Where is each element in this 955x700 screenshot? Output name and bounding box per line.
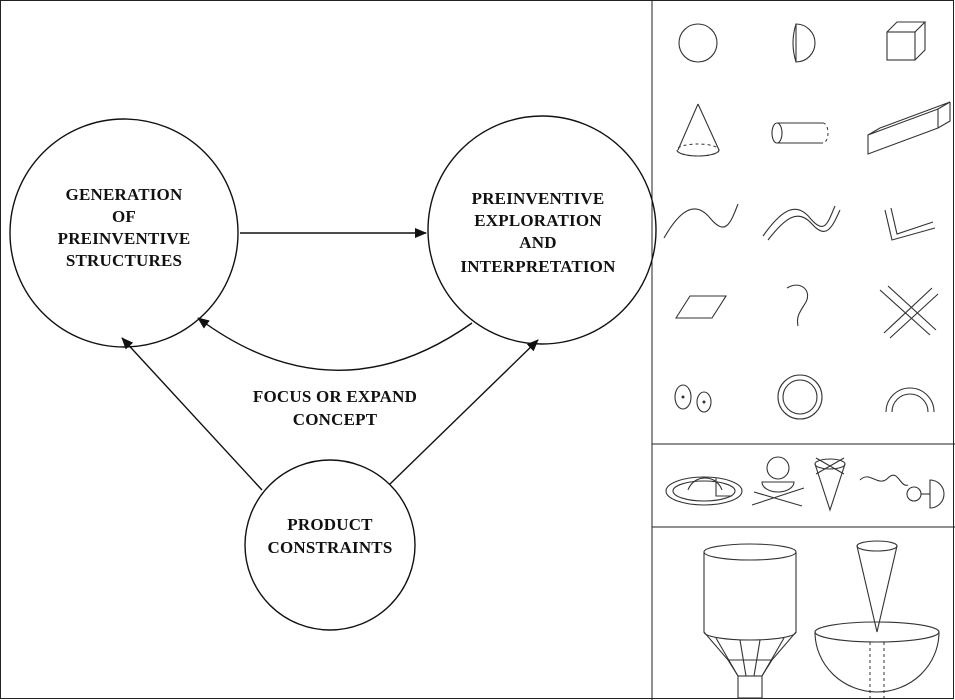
exploration-line-3: AND xyxy=(519,233,556,252)
rectangular-block-icon xyxy=(867,101,951,155)
process-diagram: GENERATION OF PREINVENTIVE STRUCTURES PR… xyxy=(9,115,657,631)
combined-shape-3 xyxy=(814,457,846,512)
exploration-line-4: INTERPRETATION xyxy=(460,257,616,276)
object-shape-1 xyxy=(703,543,797,699)
generation-line-3: PREINVENTIVE xyxy=(58,229,191,248)
basic-shapes-panel xyxy=(663,21,951,420)
combined-shape-1 xyxy=(665,476,743,506)
cone-icon xyxy=(676,103,720,157)
bracket-icon xyxy=(884,207,936,241)
arrow-constraints-to-exploration xyxy=(389,339,539,485)
exploration-line-1: PREINVENTIVE xyxy=(472,189,605,208)
half-ring-icon xyxy=(885,387,935,413)
half-sphere-icon xyxy=(792,23,816,63)
flat-square-icon xyxy=(674,295,728,319)
cross-icon xyxy=(879,285,939,339)
constraints-line-2: CONSTRAINTS xyxy=(267,538,392,557)
combined-shapes-panel xyxy=(665,456,945,512)
arrow-exploration-to-generation xyxy=(197,317,473,371)
hook-icon xyxy=(786,284,808,327)
node-exploration-circle xyxy=(427,115,657,345)
generation-line-1: GENERATION xyxy=(66,185,183,204)
constraints-line-1: PRODUCT xyxy=(287,515,373,534)
generation-line-2: OF xyxy=(112,207,136,226)
arrow-constraints-to-generation xyxy=(121,337,263,491)
wire-icon xyxy=(663,203,739,239)
handle-icon xyxy=(674,384,712,413)
object-shape-2 xyxy=(814,540,940,698)
tube-icon xyxy=(762,205,841,241)
combined-shape-2 xyxy=(751,456,805,507)
node-constraints-circle xyxy=(244,459,416,631)
cylinder-icon xyxy=(771,122,829,144)
cube-icon xyxy=(886,21,927,61)
generation-line-4: STRUCTURES xyxy=(66,251,182,270)
combined-shape-4 xyxy=(859,474,945,509)
ring-icon xyxy=(777,374,823,420)
edge-label-line-2: CONCEPT xyxy=(293,410,378,429)
object-shapes-panel xyxy=(703,540,940,699)
exploration-line-2: EXPLORATION xyxy=(474,211,602,230)
edge-label-line-1: FOCUS OR EXPAND xyxy=(253,387,417,406)
sphere-icon xyxy=(678,23,718,63)
